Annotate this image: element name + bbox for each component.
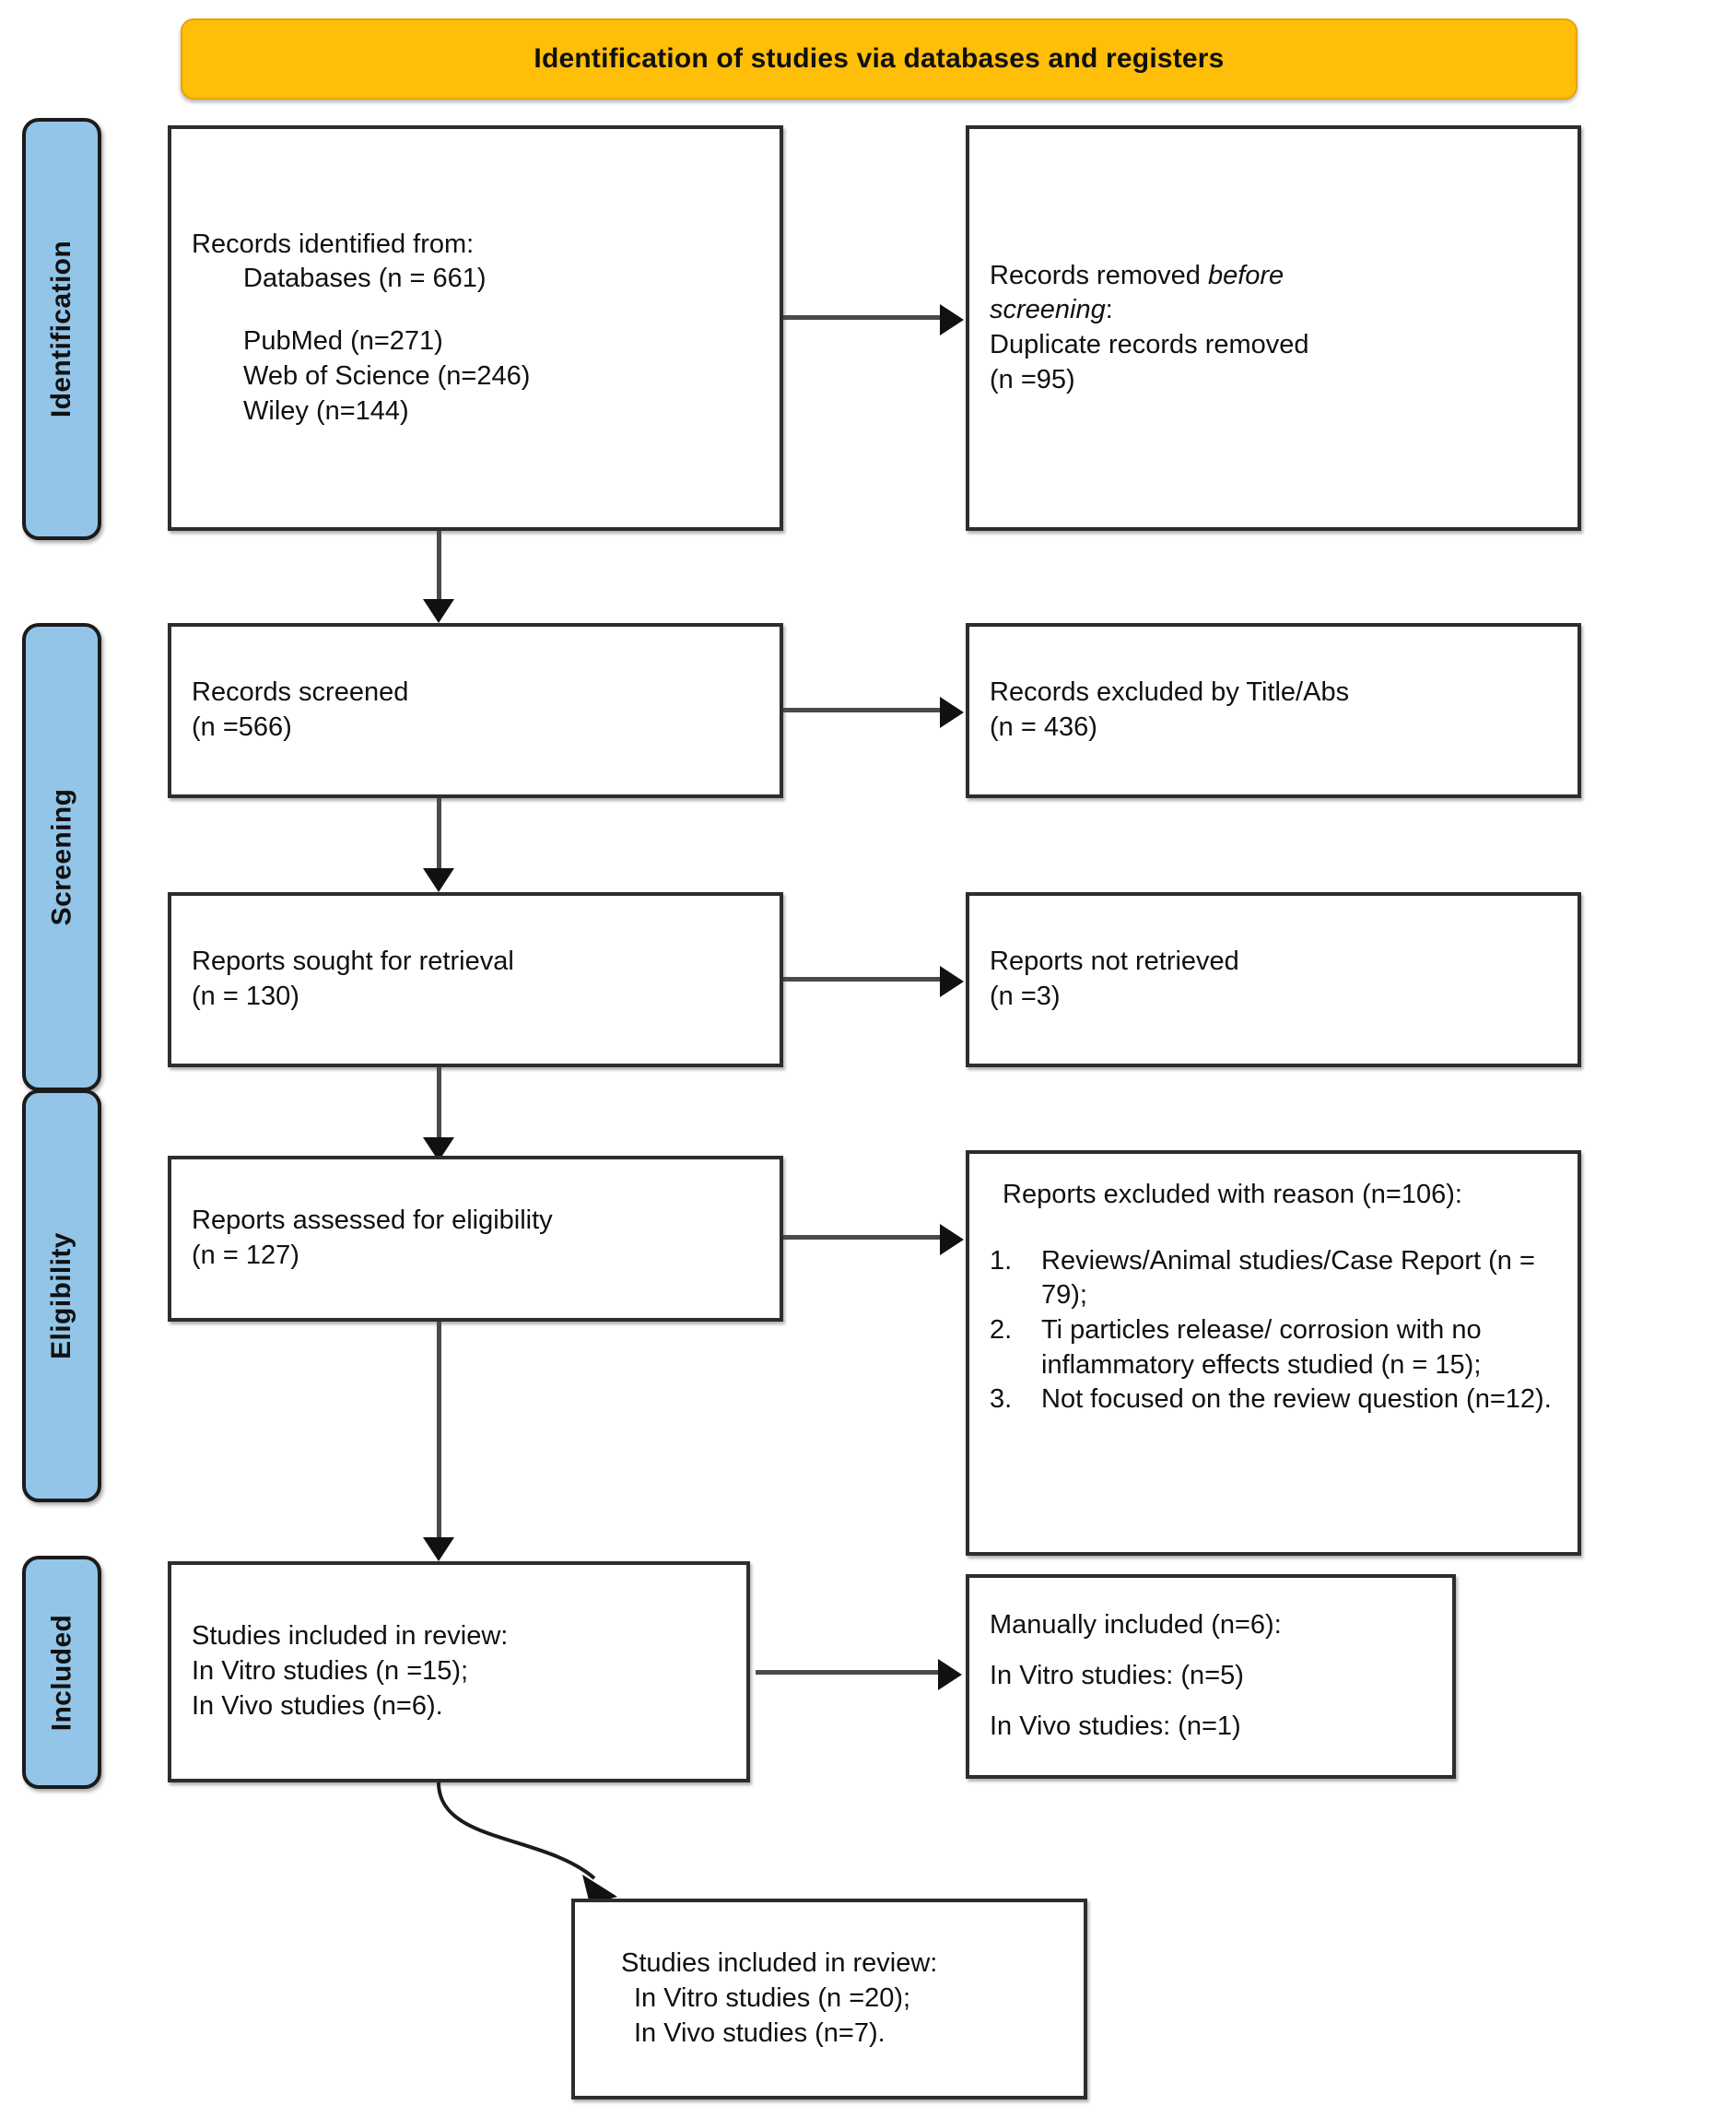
connector-line [437,1322,441,1543]
box-reports-excluded-with-reason-content: Reports excluded with reason (n=106): 1.… [969,1154,1578,1576]
arrow-head-right-icon [938,1659,962,1690]
exclusion-reason-number: 2. [990,1315,1013,1346]
connector-line [783,708,942,712]
box-records-identified: Records identified from: Databases (n = … [168,125,783,531]
arrow-head-right-icon [940,697,964,728]
studies-included-line-3: In Vivo studies (n=6). [192,1690,443,1721]
manually-included-line-3: In Vivo studies: (n=1) [990,1711,1241,1741]
diagram-header-banner: Identification of studies via databases … [181,18,1578,100]
manually-included-line-2: In Vitro studies: (n=5) [990,1661,1244,1691]
box-records-screened: Records screened (n =566) [168,623,783,798]
records-removed-line-3: Duplicate records removed [990,330,1309,359]
records-removed-line-1: Records removed before [990,259,1557,294]
records-identified-line-3: PubMed (n=271) [243,326,443,357]
box-records-excluded-titleabs: Records excluded by Title/Abs (n = 436) [966,623,1581,798]
exclusion-reason-text: Not focused on the review question (n=12… [1041,1384,1552,1415]
box-reports-assessed: Reports assessed for eligibility (n = 12… [168,1156,783,1322]
arrow-head-curved-icon [582,1875,617,1904]
box-studies-included-review-content: Studies included in review: In Vitro stu… [171,1565,746,1779]
box-studies-included-review: Studies included in review: In Vitro stu… [168,1561,750,1782]
connector-line [437,531,441,605]
exclusion-reason-text: Reviews/Animal studies/Case Report (n = … [1041,1245,1535,1311]
arrow-head-right-icon [940,966,964,997]
box-records-screened-content: Records screened (n =566) [171,627,780,794]
studies-included-line-1: Studies included in review: [192,1621,509,1652]
stage-label-included: Included [46,1614,77,1731]
arrow-head-down-icon [423,599,454,623]
box-final-studies-included-content: Studies included in review: In Vitro stu… [575,1902,1084,2096]
records-removed-text-a: Records removed [990,260,1208,290]
box-records-removed: Records removed before screening: Duplic… [966,125,1581,531]
stage-label-screening: Screening [46,788,76,926]
box-reports-sought: Reports sought for retrieval (n = 130) [168,892,783,1067]
reports-not-retrieved-line-1: Reports not retrieved [990,947,1239,977]
records-identified-line-1: Records identified from: [192,229,475,259]
box-final-studies-included: Studies included in review: In Vitro stu… [571,1899,1087,2099]
records-identified-line-2: Databases (n = 661) [243,264,487,294]
reports-sought-line-2: (n = 130) [192,982,299,1011]
records-removed-line-4: (n =95) [990,364,1075,394]
stage-tab-included: Included [22,1556,101,1789]
arrow-head-right-icon [940,1224,964,1255]
records-screened-line-2: (n =566) [192,712,292,742]
final-included-line-1: Studies included in review: [621,1948,938,1979]
exclusion-reason-item: 3. Not focused on the review question (n… [990,1382,1557,1417]
arrow-head-down-icon [423,868,454,892]
box-records-excluded-titleabs-content: Records excluded by Title/Abs (n = 436) [969,627,1578,794]
exclusion-reason-number: 1. [990,1245,1013,1276]
connector-line [756,1670,940,1675]
box-reports-assessed-content: Reports assessed for eligibility (n = 12… [171,1159,780,1318]
curved-connector-path [437,1782,596,1880]
records-excluded-titleabs-line-1: Records excluded by Title/Abs [990,677,1350,708]
final-included-line-2: In Vitro studies (n =20); [634,1983,911,2014]
stage-tab-screening: Screening [22,623,101,1091]
connector-line [437,1067,441,1143]
box-reports-sought-content: Reports sought for retrieval (n = 130) [171,896,780,1064]
arrow-head-down-icon [423,1537,454,1561]
banner-title: Identification of studies via databases … [534,43,1225,74]
box-records-removed-content: Records removed before screening: Duplic… [969,129,1578,527]
stage-tab-identification: Identification [22,118,101,540]
box-records-identified-content: Records identified from: Databases (n = … [171,129,780,527]
records-removed-line-2: screening: [990,293,1557,328]
box-reports-excluded-with-reason: Reports excluded with reason (n=106): 1.… [966,1150,1581,1556]
box-manually-included: Manually included (n=6): In Vitro studie… [966,1574,1456,1779]
reports-sought-line-1: Reports sought for retrieval [192,947,514,977]
records-removed-colon: : [1105,295,1113,325]
box-reports-not-retrieved: Reports not retrieved (n =3) [966,892,1581,1067]
exclusion-reason-text: Ti particles release/ corrosion with no … [1041,1315,1482,1380]
records-removed-em-before: before [1207,260,1284,290]
final-included-line-3: In Vivo studies (n=7). [634,2017,886,2048]
reports-assessed-line-1: Reports assessed for eligibility [192,1206,553,1236]
manually-included-line-1: Manually included (n=6): [990,1610,1282,1641]
connector-line [783,1235,942,1240]
records-identified-line-5: Wiley (n=144) [243,395,409,426]
reports-not-retrieved-line-2: (n =3) [990,982,1061,1011]
box-manually-included-content: Manually included (n=6): In Vitro studie… [969,1578,1452,1775]
exclusion-reason-number: 3. [990,1384,1013,1415]
connector-curved-to-final [437,1782,617,1904]
connector-line [437,798,441,874]
stage-label-identification: Identification [46,240,77,418]
arrow-head-right-icon [940,304,964,335]
stage-tab-eligibility: Eligibility [22,1089,101,1502]
box-reports-not-retrieved-content: Reports not retrieved (n =3) [969,896,1578,1064]
records-excluded-titleabs-line-2: (n = 436) [990,712,1097,742]
reports-assessed-line-2: (n = 127) [192,1241,299,1270]
records-identified-line-4: Web of Science (n=246) [243,360,531,391]
reports-excluded-heading: Reports excluded with reason (n=106): [1003,1180,1462,1209]
studies-included-line-2: In Vitro studies (n =15); [192,1656,469,1687]
exclusion-reason-item: 1. Reviews/Animal studies/Case Report (n… [990,1244,1557,1313]
stage-label-eligibility: Eligibility [46,1232,76,1359]
records-removed-em-screening: screening [990,295,1106,325]
exclusion-reason-item: 2. Ti particles release/ corrosion with … [990,1313,1557,1382]
connector-line [783,977,942,982]
connector-line [783,315,942,320]
records-screened-line-1: Records screened [192,677,409,708]
